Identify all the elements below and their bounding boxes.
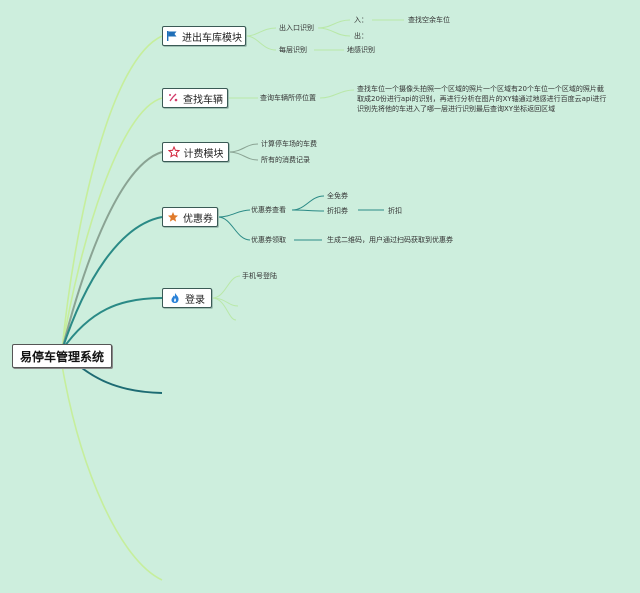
sparkle-icon [167, 92, 179, 104]
topic-out[interactable]: 出： [354, 32, 368, 40]
flag-icon [166, 30, 178, 42]
flame-icon [169, 292, 181, 304]
connector-1-1 [245, 27, 277, 37]
root-title: 易停车管理系统 [19, 349, 104, 364]
topic-floor-recognition[interactable]: 每层识别 [279, 46, 307, 54]
star-filled-icon [167, 211, 179, 223]
topic-phone-login[interactable]: 手机号登陆 [242, 272, 277, 280]
topic-calculate-fee[interactable]: 计算停车场的车费 [261, 140, 317, 148]
branch-label: 优惠券 [183, 213, 213, 225]
connector-1-2 [245, 35, 277, 51]
connector-3-2 [228, 151, 259, 161]
star-outline-icon [167, 146, 180, 158]
connector-1-1-b [317, 27, 351, 37]
topic-ground-sensor[interactable]: 地感识别 [347, 46, 375, 54]
branch-node-coupon[interactable]: 优惠券 [162, 207, 218, 227]
connector-2-1-a [319, 89, 355, 99]
connector-branch-7 [61, 364, 163, 581]
branch-node-login[interactable]: 登录 [162, 288, 212, 308]
topic-claim-coupon[interactable]: 优惠券领取 [251, 236, 286, 244]
connector-branch-3 [61, 151, 163, 351]
topic-find-description[interactable]: 查找车位一个摄像头拍照一个区域的照片一个区域有20个车位一个区域的照片截取成20… [357, 85, 607, 113]
branch-node-billing[interactable]: 计费模块 [162, 142, 229, 162]
topic-qr-code[interactable]: 生成二维码，用户通过扫码获取到优惠券 [327, 236, 453, 244]
connector-branch-1 [61, 35, 163, 351]
topic-query-parked-location[interactable]: 查询车辆所停位置 [260, 94, 316, 102]
branch-label: 计费模块 [183, 148, 224, 160]
topic-discount-coupon[interactable]: 折扣券 [327, 207, 348, 215]
connector-5-2 [211, 297, 239, 307]
topic-find-empty-space[interactable]: 查找空余车位 [408, 16, 450, 24]
connector-4-2 [217, 216, 251, 241]
connector-branch-5 [61, 297, 163, 351]
connector-3-1 [228, 143, 259, 153]
topic-discount[interactable]: 折扣 [388, 207, 402, 215]
connector-4-1-b [291, 209, 325, 212]
topic-view-coupons[interactable]: 优惠券查看 [251, 206, 286, 214]
connector-branch-2 [61, 97, 163, 351]
branch-label: 登录 [185, 294, 205, 306]
topic-consumption-records[interactable]: 所有的消费记录 [261, 156, 310, 164]
topic-in[interactable]: 入： [354, 16, 368, 24]
connector-1-1-a [317, 19, 351, 29]
root-node[interactable]: 易停车管理系统 [12, 344, 112, 368]
connector-4-1 [217, 209, 251, 218]
connector-4-1-a [291, 195, 325, 211]
connector-5-3 [211, 297, 237, 321]
topic-free-coupon[interactable]: 全免券 [327, 192, 348, 200]
branch-label: 进出车库模块 [182, 32, 242, 44]
branch-node-entry-exit[interactable]: 进出车库模块 [162, 26, 246, 46]
branch-node-find-vehicle[interactable]: 查找车辆 [162, 88, 228, 108]
connector-5-1 [211, 275, 241, 299]
branch-label: 查找车辆 [183, 94, 223, 106]
topic-entry-recognition[interactable]: 出入口识别 [279, 24, 314, 32]
connector-branch-4 [61, 216, 163, 351]
